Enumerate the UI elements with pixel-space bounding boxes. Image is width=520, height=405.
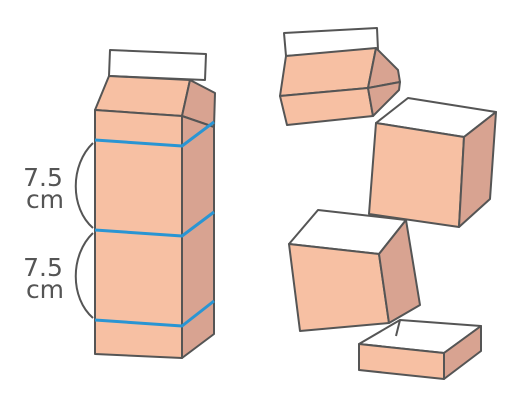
piece-bottom-side — [443, 325, 482, 380]
cut-lines — [94, 120, 215, 328]
carton-side-face — [181, 115, 215, 359]
measure-value-upper: 7.5 — [23, 163, 63, 192]
piece-bottom-inner-edge — [395, 319, 401, 337]
whole-carton — [94, 49, 216, 359]
carton-top-flap — [108, 49, 207, 81]
piece-ml-front — [288, 243, 390, 332]
piece-middle-lower — [288, 209, 421, 332]
piece-ml-side — [378, 219, 421, 324]
piece-mu-side — [458, 111, 497, 228]
piece-mu-front — [368, 122, 465, 228]
measurement-labels: 7.5 cm 7.5 cm — [23, 163, 64, 304]
piece-top-side — [367, 81, 401, 117]
cut-line-2 — [94, 210, 215, 238]
bracket-upper — [74, 142, 94, 229]
piece-middle-upper — [368, 97, 497, 228]
measure-value-lower: 7.5 — [23, 253, 63, 282]
cut-line-1 — [94, 120, 215, 148]
cut-line-3 — [94, 299, 215, 328]
bracket-lower — [74, 232, 94, 319]
measure-unit-upper: cm — [26, 185, 64, 214]
piece-bottom — [358, 319, 482, 380]
measure-brackets — [74, 142, 94, 319]
measure-unit-lower: cm — [26, 275, 64, 304]
piece-top — [279, 27, 401, 126]
